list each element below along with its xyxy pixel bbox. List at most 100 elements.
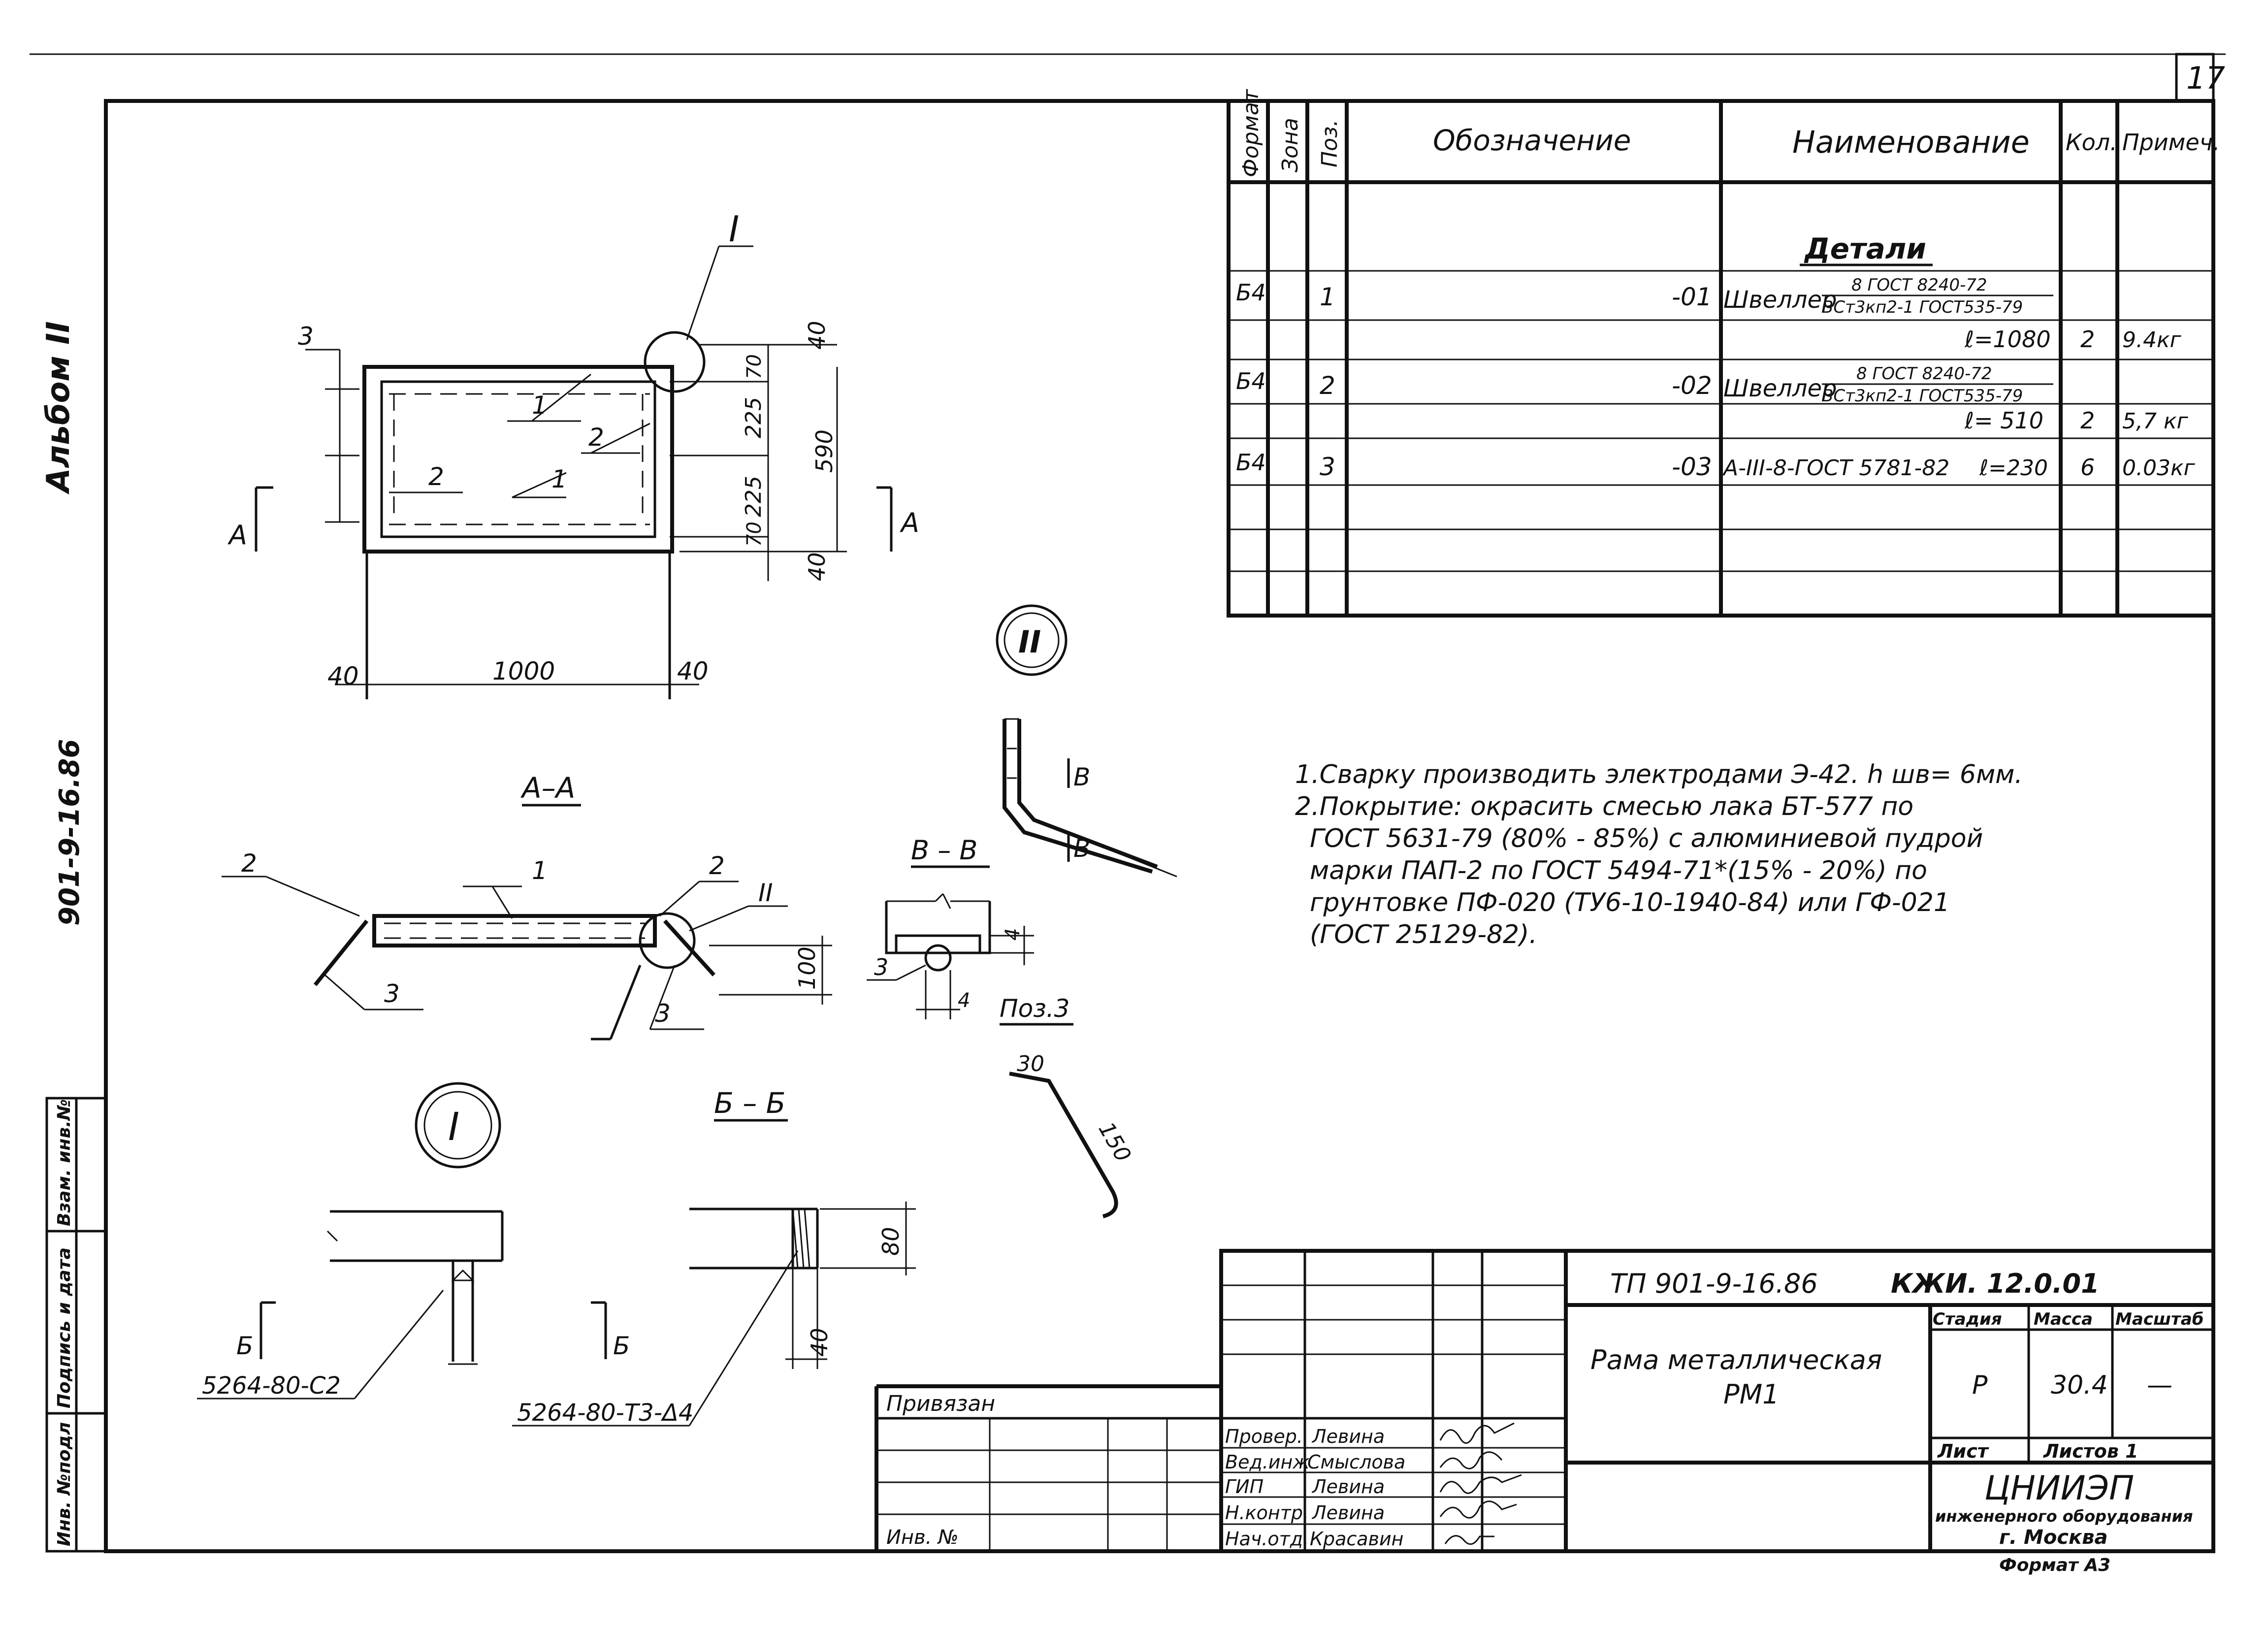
sheet-frame: 17 [30, 53, 2226, 1553]
note-line-1: 1.Сварку производить электродами Э-42. h… [1295, 760, 2023, 789]
row3-note: 0.03кг [2122, 456, 2196, 481]
section-ББ-dim-40: 40 [806, 1328, 833, 1357]
section-AA-dim-100: 100 [794, 946, 820, 990]
detail-II-label: II [1018, 624, 1041, 660]
section-AA-pos-2a: 2 [241, 849, 257, 878]
header-format: Формат [1238, 89, 1264, 177]
side-code: 901-9-16.86 [54, 739, 86, 926]
section-AA-pos-3b: 3 [655, 999, 671, 1028]
detail-I: I 5264-80-С2 Б Б [197, 1082, 630, 1400]
detail-I-label: I [448, 1105, 459, 1149]
poz3-title: Поз.3 [1000, 994, 1069, 1023]
section-AA: А–А 2 1 2 II 3 3 100 [222, 771, 832, 1041]
scale-value: — [2147, 1370, 2172, 1400]
detail-II: II В В [996, 604, 1177, 878]
stage-value: Р [1972, 1370, 1988, 1400]
plan-pos-1a: 1 [532, 391, 548, 420]
side-labels: Альбом II 901-9-16.86 [40, 321, 86, 926]
row1-designation: -01 [1672, 283, 1712, 311]
strip-instead-inv: Взам. инв.№ [54, 1099, 74, 1226]
section-BB-dim-4a: 4 [1002, 928, 1024, 941]
header-qty: Кол. [2066, 129, 2117, 156]
scale-label: Масштаб [2115, 1309, 2203, 1329]
doc-code: ТП 901-9-16.86 [1610, 1268, 1818, 1299]
section-BB: В – В 3 4 4 [867, 835, 1034, 1019]
mass-value: 30.4 [2051, 1370, 2108, 1400]
dim-bottom-40: 40 [804, 552, 830, 581]
poz3-dim-30: 30 [1017, 1051, 1044, 1076]
row3-designation: -03 [1672, 453, 1712, 481]
row1-gost-bottom: ВСт3кп2-1 ГОСТ535-79 [1822, 297, 2023, 317]
section-ББ-weld-right: 5264-80-Т3-Δ4 [517, 1399, 693, 1427]
section-BB-title: В – В [911, 835, 977, 866]
strip-sign-date: Подпись и дата [54, 1247, 74, 1408]
title-line-1: Рама металлическая [1590, 1344, 1882, 1375]
section-ББ-title: Б – Б [714, 1086, 785, 1120]
role-1: Провер. [1225, 1426, 1303, 1447]
role-2: Вед.инж [1225, 1451, 1310, 1473]
detail-I-marker-right: Б [613, 1332, 630, 1360]
album-label: Альбом II [40, 321, 77, 495]
dim-right-40: 40 [677, 657, 709, 685]
row2-designation: -02 [1672, 371, 1712, 400]
plan-view: I 40 1000 40 40 70 225 590 225 70 40 3 1… [227, 208, 919, 699]
signature-1 [1439, 1422, 1515, 1444]
row3-format: Б4 [1236, 449, 1266, 476]
row3-pos: 3 [1320, 453, 1335, 481]
section-AA-title: А–А [520, 771, 575, 805]
privyazan-label: Привязан [886, 1391, 995, 1416]
plan-pos-2b: 2 [588, 423, 604, 452]
title-line-2: РМ1 [1723, 1379, 1780, 1410]
row2-note: 5,7 кг [2122, 409, 2189, 434]
dim-225a: 225 [741, 397, 766, 438]
drawing-code: КЖИ. 12.0.01 [1891, 1268, 2100, 1299]
row3-length: ℓ=230 [1979, 456, 2048, 481]
row2-qty: 2 [2080, 407, 2095, 434]
spec-table: Формат Зона Поз. Обозначение Наименовани… [1227, 89, 2220, 618]
format-label: Формат А3 [1999, 1555, 2110, 1575]
row2-format: Б4 [1236, 368, 1266, 394]
dim-top-40: 40 [804, 321, 830, 350]
section-AA-pos-2b: 2 [709, 851, 725, 880]
row1-length: ℓ=1080 [1964, 326, 2051, 353]
dim-70a: 70 [743, 354, 766, 379]
role-5-name: Красавин [1310, 1528, 1404, 1550]
section-BB-pos-3: 3 [874, 954, 888, 980]
row2-name: Швеллер [1723, 375, 1837, 402]
plan-section-A-left: А [227, 520, 247, 551]
row3-name: A-III-8-ГОСТ 5781-82 [1722, 456, 1949, 481]
role-2-name: Смыслова [1307, 1451, 1405, 1473]
note-line-3: ГОСТ 5631-79 (80% - 85%) с алюминиевой п… [1310, 824, 1983, 853]
section-title: Детали [1804, 232, 1926, 265]
note-line-2: 2.Покрытие: окрасить смесью лака БТ-577 … [1295, 792, 1913, 821]
stage-label: Стадия [1933, 1309, 2002, 1329]
header-designation: Обозначение [1433, 124, 1631, 157]
row3-qty: 6 [2080, 454, 2095, 481]
signature-3 [1439, 1474, 1522, 1494]
section-ББ: Б – Б 80 40 5264-80-Т3-Δ4 [512, 1086, 916, 1427]
signature-2 [1439, 1451, 1503, 1469]
plan-section-A-right: А [900, 507, 919, 538]
role-1-name: Левина [1311, 1426, 1385, 1447]
role-4: Н.контр. [1225, 1502, 1309, 1524]
role-3-name: Левина [1311, 1476, 1385, 1498]
inv-no-label: Инв. № [886, 1526, 959, 1549]
dim-width-1000: 1000 [492, 657, 555, 685]
row1-format: Б4 [1236, 279, 1266, 306]
role-4-name: Левина [1311, 1502, 1385, 1524]
row2-length: ℓ= 510 [1964, 407, 2043, 434]
page-number: 17 [2186, 60, 2225, 96]
header-pos: Поз. [1317, 120, 1342, 167]
sheet-label: Лист [1937, 1440, 1989, 1462]
row2-gost-top: 8 ГОСТ 8240-72 [1856, 364, 1992, 384]
notes-block: 1.Сварку производить электродами Э-42. h… [1295, 760, 2023, 949]
dim-225b: 225 [741, 476, 766, 517]
note-line-6: (ГОСТ 25129-82). [1310, 920, 1537, 949]
header-note: Примеч. [2122, 129, 2220, 156]
row1-note: 9.4кг [2122, 327, 2182, 353]
strip-inv-no: Инв. №подл [54, 1422, 74, 1546]
row2-pos: 2 [1320, 371, 1335, 400]
row1-name: Швеллер [1723, 286, 1837, 314]
